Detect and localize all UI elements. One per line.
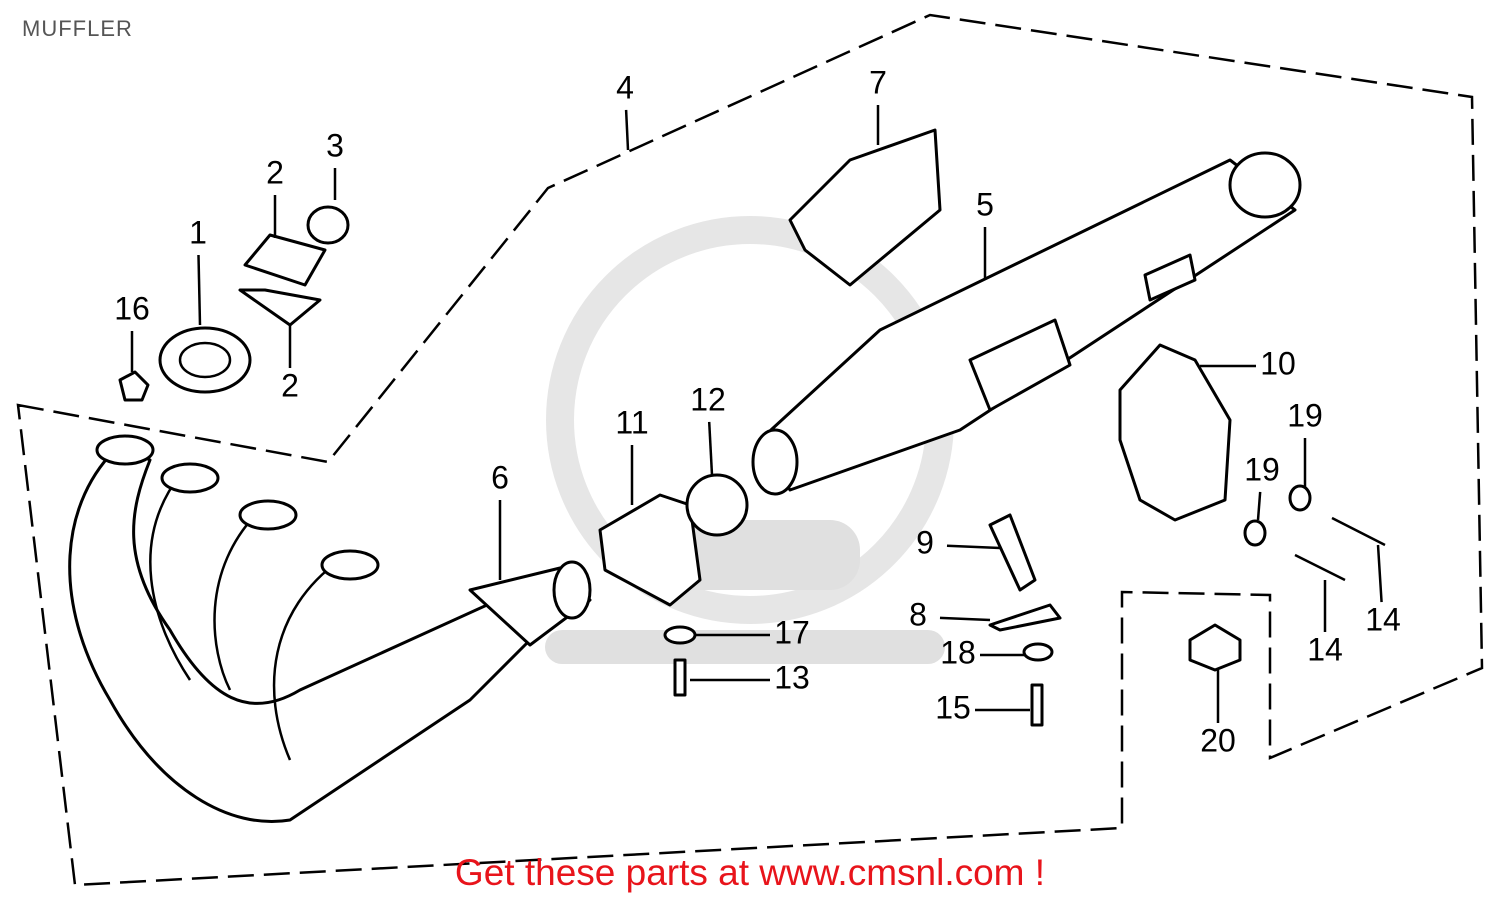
callout-labels: 4 7 3 2 5 1 16 2 10 12 19 11 19 6 9 8 17 14 18 14 13 15 20 — [114, 64, 1401, 758]
leader-line-12 — [707, 421, 714, 476]
callout-8: 8 — [909, 596, 927, 632]
leader-lines — [130, 105, 1383, 723]
joint-collar-part-1 — [158, 326, 252, 394]
callout-11: 11 — [615, 404, 648, 440]
callout-10: 10 — [1260, 345, 1296, 381]
callout-20: 20 — [1200, 722, 1236, 758]
gasket-part-12 — [685, 473, 749, 537]
small-hardware — [663, 484, 1386, 727]
callout-16: 16 — [114, 290, 150, 326]
callout-12: 12 — [690, 381, 726, 417]
bracket-part-10 — [1118, 343, 1232, 522]
leader-line-9 — [946, 544, 1001, 550]
plate-part-8 — [988, 603, 1062, 632]
clamp-part-11 — [598, 493, 702, 607]
leader-line-1 — [197, 254, 202, 326]
diagram-title: MUFFLER — [22, 16, 133, 41]
gasket-part-3 — [306, 205, 350, 245]
nut-part-20 — [1188, 623, 1242, 672]
callout-17: 17 — [774, 614, 810, 650]
callout-3: 3 — [326, 127, 344, 163]
muffler-band-part-7 — [788, 128, 942, 287]
callout-14: 14 — [1365, 601, 1401, 637]
callout-19: 19 — [1287, 397, 1323, 433]
callout-15: 15 — [935, 689, 971, 725]
callout-4: 4 — [616, 69, 634, 105]
callout-9: 9 — [916, 524, 934, 560]
leader-line-8 — [939, 616, 991, 622]
callout-7: 7 — [869, 64, 887, 100]
footer-link[interactable]: Get these parts at www.cmsnl.com ! — [454, 852, 1046, 893]
rubber-part-9 — [988, 513, 1037, 592]
leader-line-4 — [624, 109, 630, 151]
callout-1: 1 — [189, 214, 207, 250]
callout-2: 2 — [266, 154, 284, 190]
muffler-part-5 — [751, 151, 1302, 496]
callout-14: 14 — [1307, 631, 1343, 667]
callout-6: 6 — [491, 459, 509, 495]
callout-2: 2 — [281, 367, 299, 403]
leader-line-14 — [1376, 544, 1383, 603]
callout-5: 5 — [976, 186, 994, 222]
exhaust-pipes-part-6 — [68, 434, 592, 823]
nut-part-16 — [118, 370, 150, 402]
cotter-part-2 — [238, 233, 327, 327]
callout-13: 13 — [774, 659, 810, 695]
leader-line-19 — [1256, 491, 1262, 521]
assembly-boundary — [16, 13, 1484, 887]
callout-18: 18 — [940, 634, 976, 670]
callout-19: 19 — [1244, 451, 1280, 487]
